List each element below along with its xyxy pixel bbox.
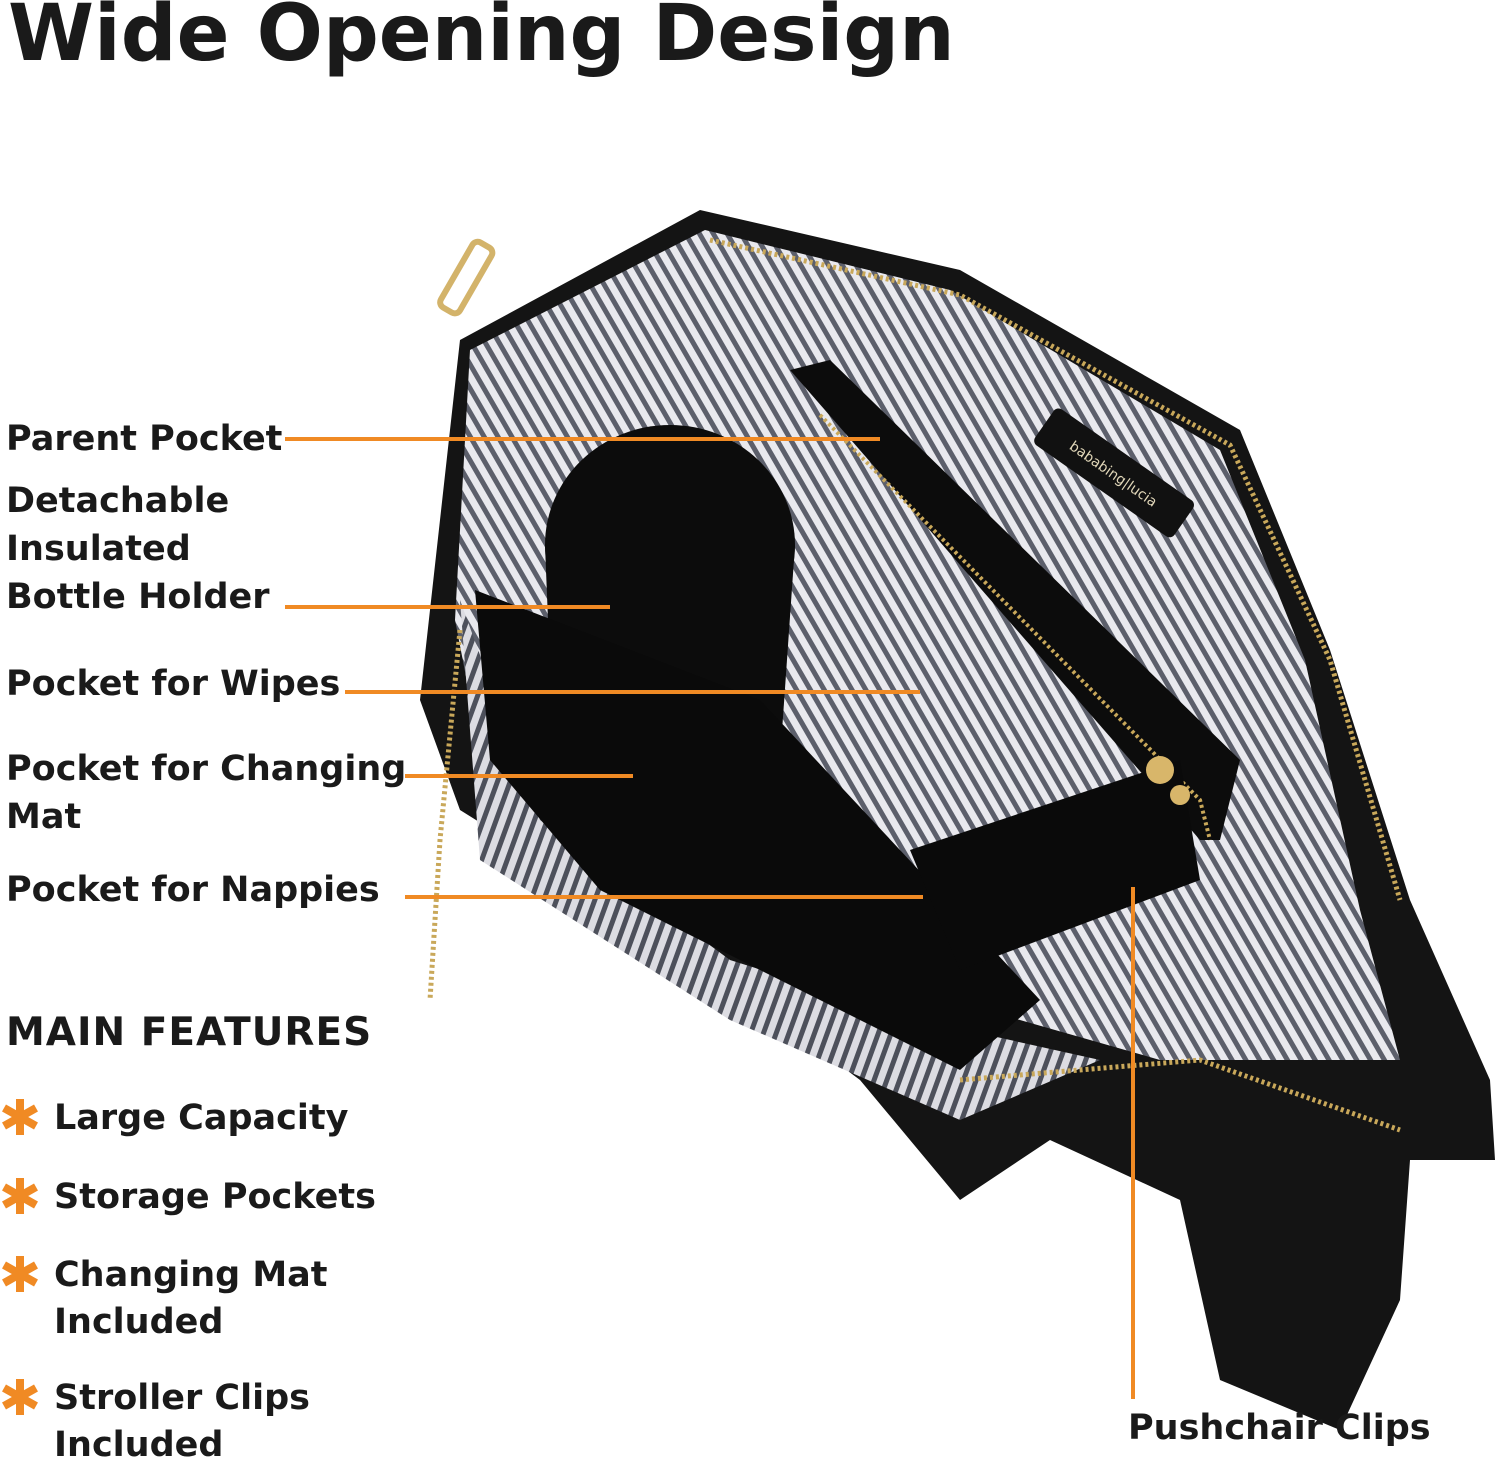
feature-item: Storage Pockets: [0, 1174, 376, 1221]
asterisk-icon: [2, 1379, 38, 1415]
feature-label: Large Capacity: [54, 1098, 349, 1138]
callout-pushchair-clips: Pushchair Clips: [1128, 1408, 1431, 1448]
callout-wipes-pocket: Pocket for Wipes: [6, 664, 341, 704]
callout-line-bottle-holder: [285, 605, 610, 609]
feature-label: Stroller Clips Included: [54, 1378, 310, 1465]
callout-bottle-holder: Detachable Insulated Bottle Holder: [6, 481, 270, 617]
diaper-bag-image: bababing|lucia: [420, 210, 1495, 1430]
page-title: Wide Opening Design: [8, 0, 955, 79]
main-features-heading: MAIN FEATURES: [6, 1010, 373, 1055]
callout-line-changing-mat-pocket: [405, 774, 633, 778]
callout-parent-pocket: Parent Pocket: [6, 419, 283, 459]
callout-line-wipes-pocket: [345, 690, 920, 694]
callout-line-pushchair-clips: [1131, 887, 1135, 1399]
callout-line-nappies-pocket: [405, 895, 923, 899]
callout-line-parent-pocket: [285, 437, 880, 441]
feature-item: Changing Mat Included: [0, 1252, 328, 1346]
asterisk-icon: [2, 1178, 38, 1214]
feature-item: Stroller Clips Included: [0, 1375, 310, 1469]
callout-changing-mat-pocket: Pocket for Changing Mat: [6, 749, 407, 837]
callout-nappies-pocket: Pocket for Nappies: [6, 870, 380, 910]
feature-item: Large Capacity: [0, 1095, 348, 1142]
feature-label: Changing Mat Included: [54, 1255, 328, 1342]
asterisk-icon: [2, 1256, 38, 1292]
feature-label: Storage Pockets: [54, 1177, 376, 1217]
asterisk-icon: [2, 1099, 38, 1135]
